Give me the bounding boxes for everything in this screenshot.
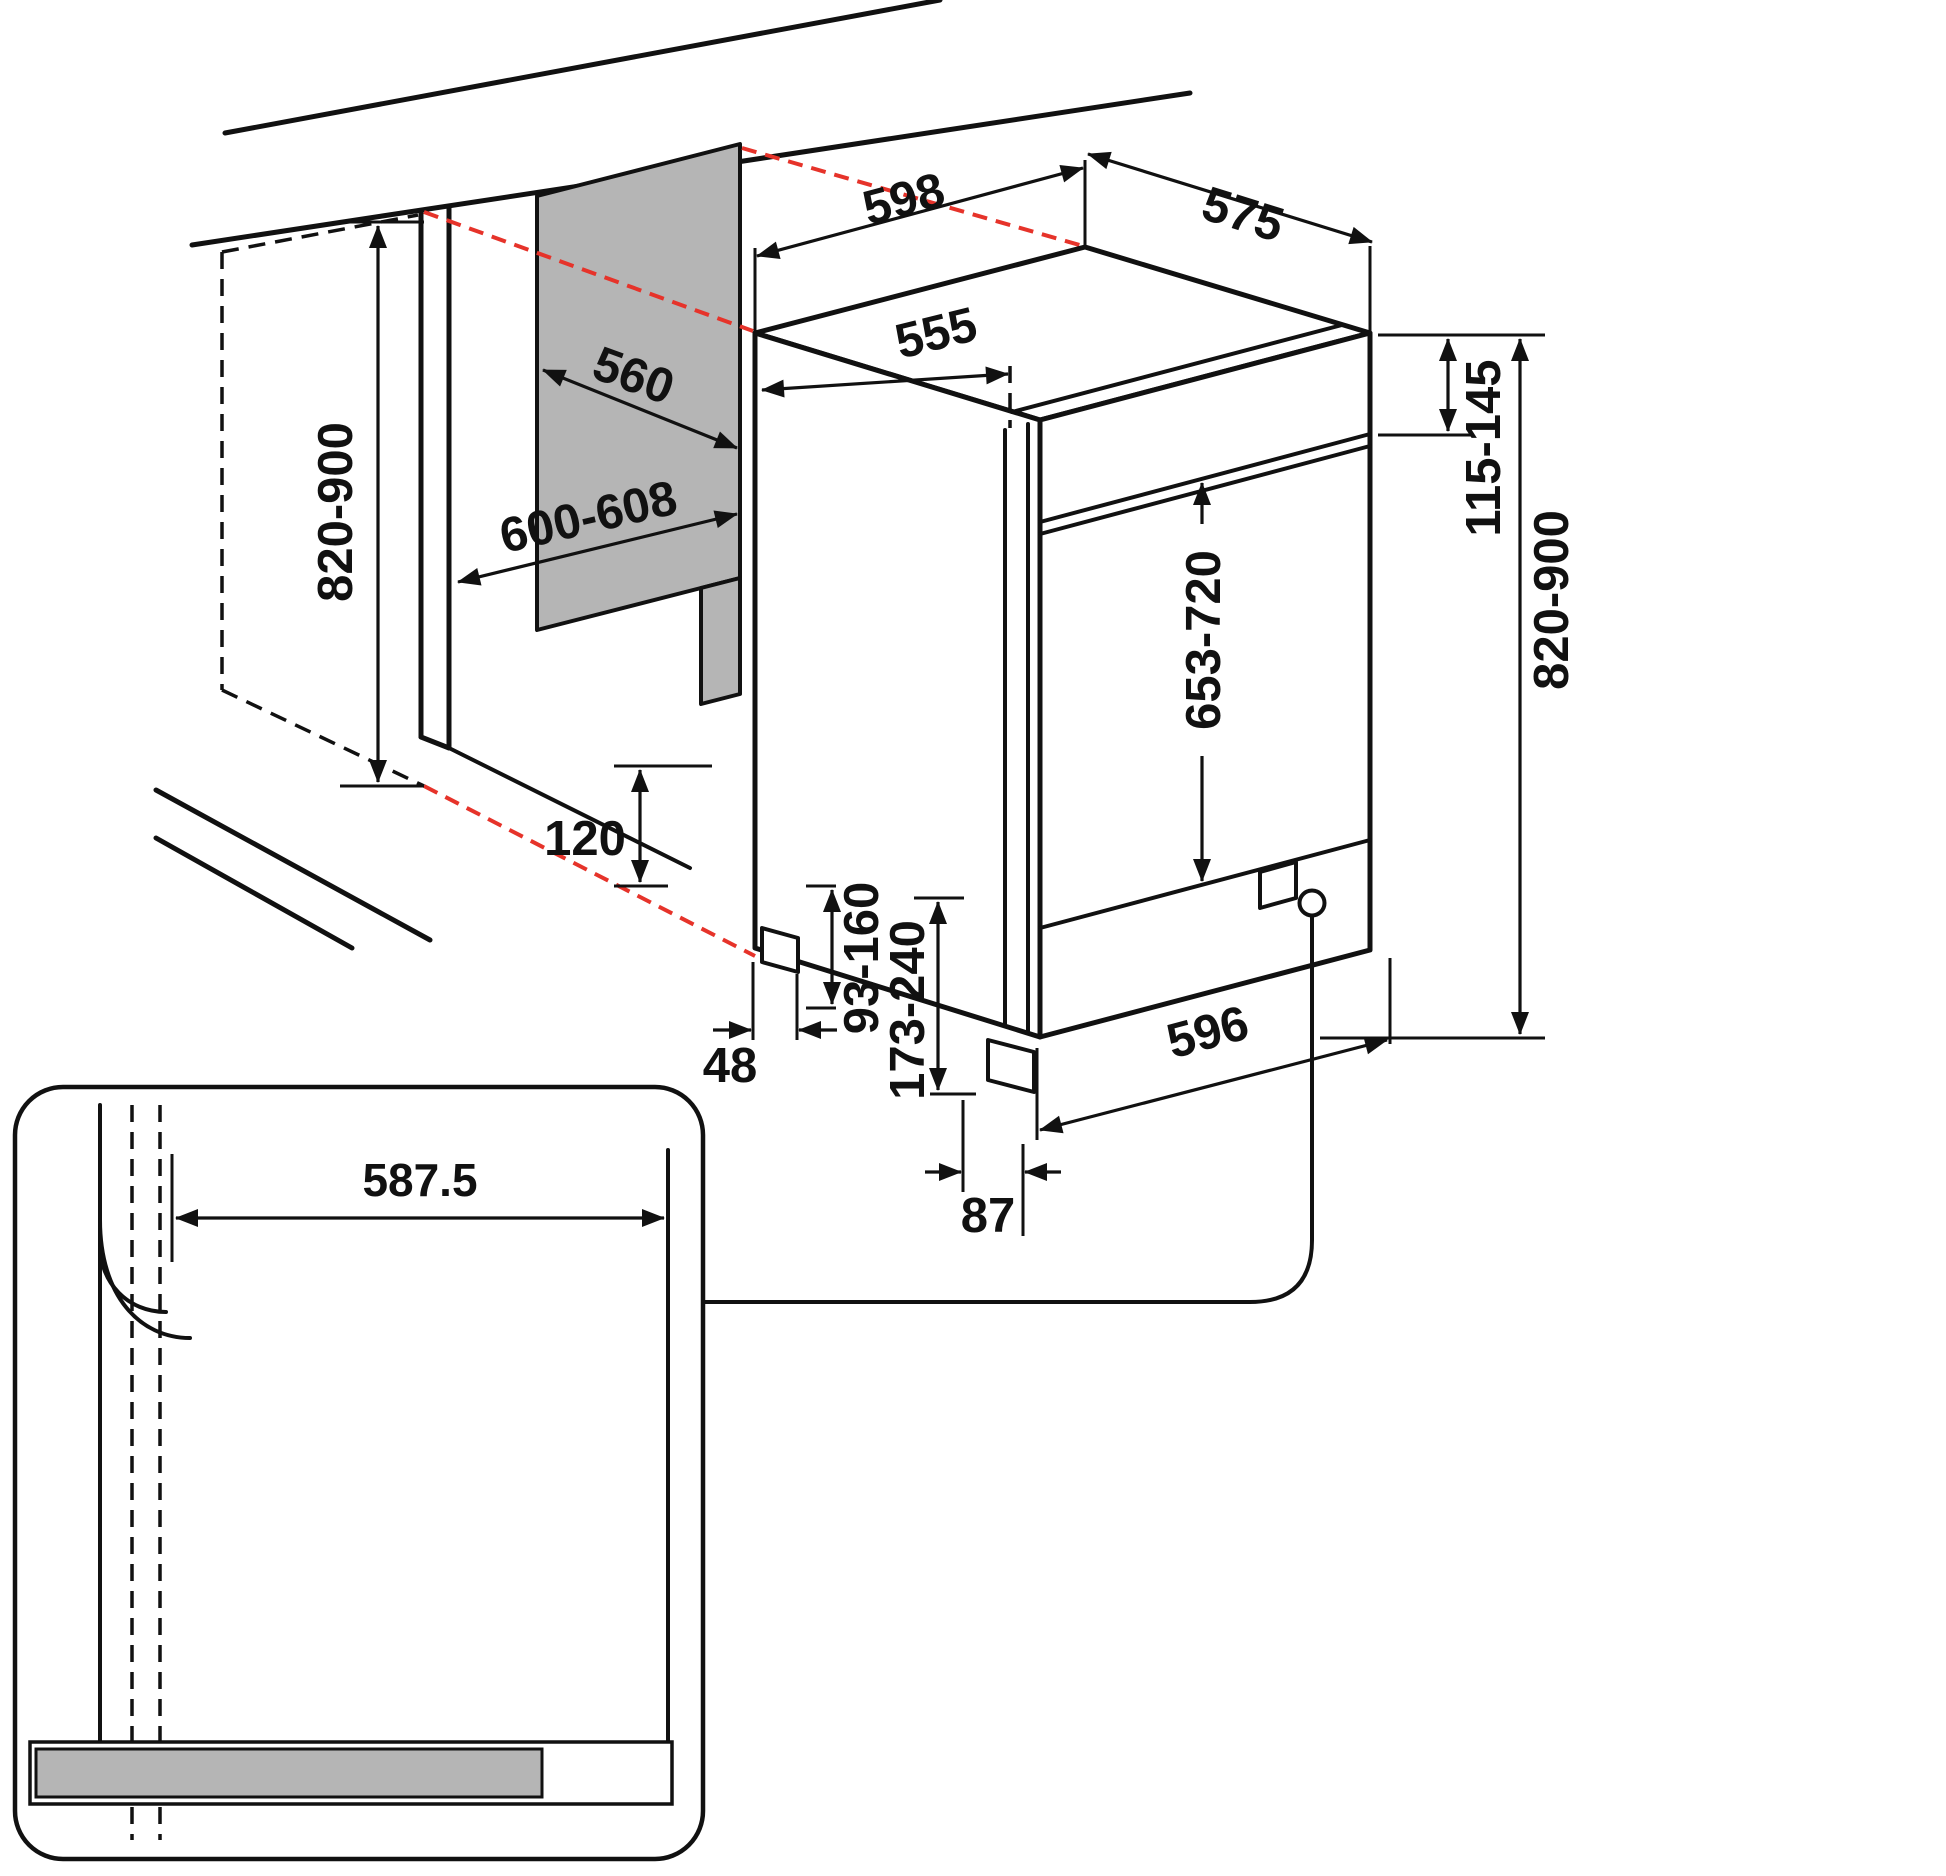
dim-label-unit-height: 820-900	[1525, 510, 1579, 690]
dimension-lines	[340, 151, 1545, 1236]
dim-label-foot-inset: 87	[961, 1189, 1016, 1243]
dim-label-foot-range-rear: 173-240	[881, 920, 935, 1100]
plinth-bar-gray	[34, 1747, 544, 1799]
foot-screw	[1297, 888, 1327, 918]
dimension-labels: 598 575 555 560 600-608 820-900 115-145 …	[309, 163, 1579, 1243]
dim-label-worktop-gap: 115-145	[1457, 359, 1511, 536]
front-center-foot	[986, 1038, 1036, 1094]
dim-label-niche-height: 820-900	[309, 422, 363, 602]
plinth-detail-inset	[12, 1084, 706, 1862]
dim-label-foot-range-front: 93-160	[835, 882, 889, 1035]
dim-label-door-height: 653-720	[1177, 550, 1231, 730]
front-left-foot	[760, 926, 800, 974]
dim-label-plinth-depth: 48	[703, 1039, 758, 1093]
niche-walls	[153, 204, 692, 951]
rear-right-foot	[1258, 860, 1298, 910]
dim-label-furniture-panel-width: 587.5	[362, 1154, 477, 1206]
detail-leader-line	[701, 914, 1314, 1304]
dim-label-plinth-recess: 120	[544, 812, 626, 866]
